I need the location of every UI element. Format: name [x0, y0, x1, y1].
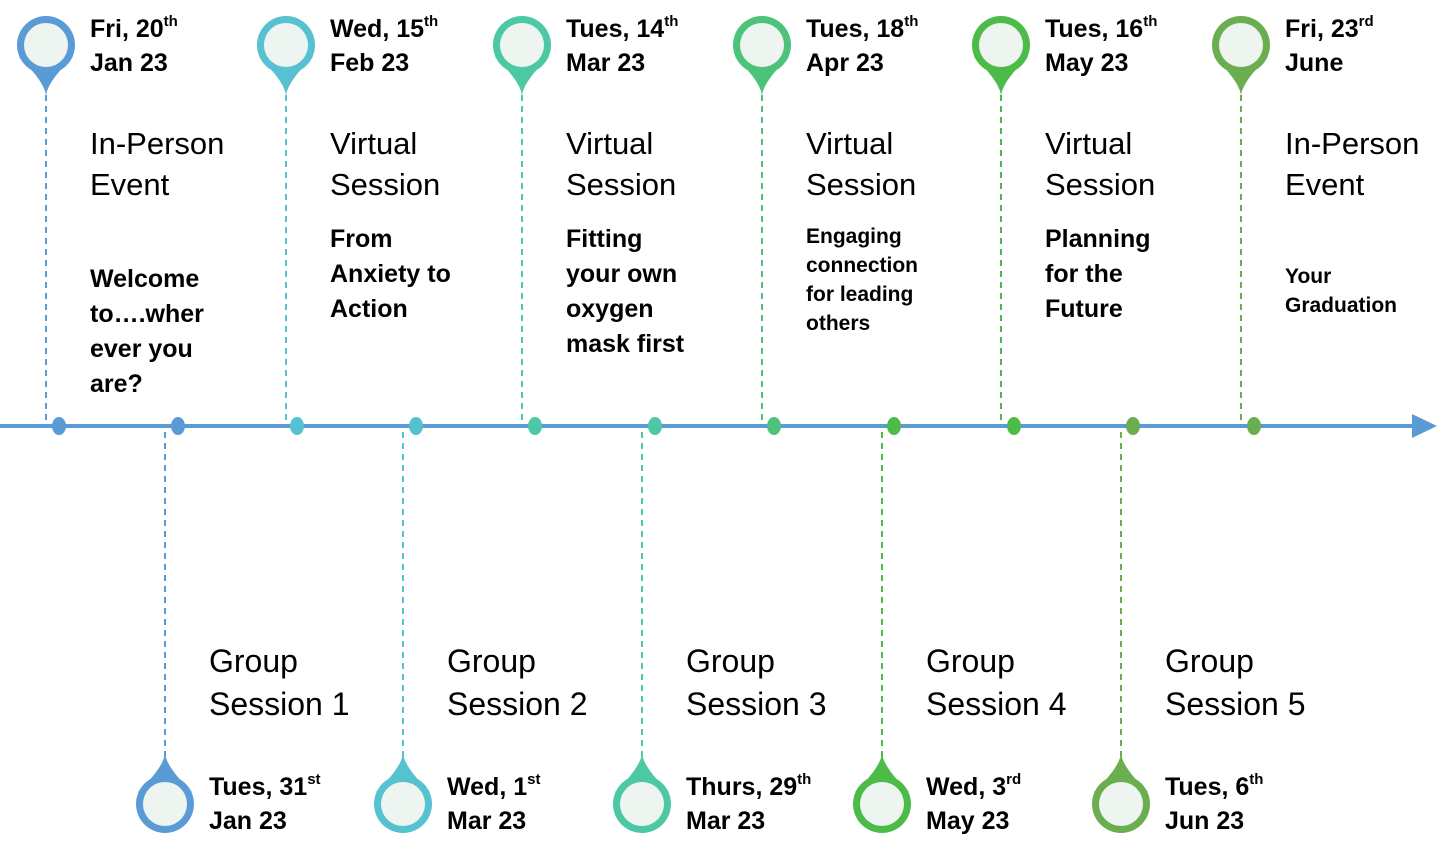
bottom-event-4-date-suffix: rd	[1006, 770, 1022, 788]
top-event-5-type: Virtual Session	[1045, 126, 1156, 202]
bottom-event-3-date-suffix: th	[797, 770, 812, 788]
top-event-4-date-day: Tues, 18	[806, 15, 905, 43]
top-event-1-title: Welcome to….wher ever you are?	[90, 265, 204, 398]
bottom-event-1-date-day: Tues, 31	[209, 773, 308, 801]
bottom-event-4-date-month: May 23	[926, 807, 1010, 835]
top-event-5-date-month: May 23	[1045, 49, 1129, 77]
bottom-event-2-date-day: Wed, 1	[447, 773, 528, 801]
bottom-event-3-date-day: Thurs, 29	[686, 773, 798, 801]
bottom-event-4-name: Group Session 4	[926, 643, 1067, 722]
bottom-event-dot-4	[887, 417, 901, 435]
top-event-2-title: From Anxiety to Action	[330, 225, 451, 323]
top-event-6-type: In-Person Event	[1285, 126, 1420, 202]
top-event-dot-4	[767, 417, 781, 435]
top-event-5-date-day: Tues, 16	[1045, 15, 1144, 43]
top-event-6-date-suffix: rd	[1358, 12, 1374, 30]
bottom-event-1-date-suffix: st	[307, 770, 321, 788]
bottom-event-5-date-suffix: th	[1249, 770, 1264, 788]
pin-center	[24, 23, 68, 67]
top-event-3-date-day: Tues, 14	[566, 15, 665, 43]
timeline-dots	[52, 417, 1261, 435]
top-event-5-date-suffix: th	[1143, 12, 1158, 30]
top-event-1-date-suffix: th	[163, 12, 178, 30]
timeline-axis	[0, 414, 1437, 438]
bottom-event-dot-5	[1126, 417, 1140, 435]
top-event-1-type: In-Person Event	[90, 126, 225, 202]
bottom-event-dot-3	[648, 417, 662, 435]
pin-center	[620, 782, 664, 826]
top-event-2-date-day: Wed, 15	[330, 15, 425, 43]
bottom-event-3-name: Group Session 3	[686, 643, 827, 722]
top-event-2-type: Virtual Session	[330, 126, 441, 202]
pin-center	[1219, 23, 1263, 67]
pin-markers	[17, 16, 1270, 833]
bottom-event-2-date-month: Mar 23	[447, 807, 527, 835]
top-event-1-date-day: Fri, 20	[90, 15, 164, 43]
pin-center	[740, 23, 784, 67]
top-event-dot-3	[528, 417, 542, 435]
top-event-dot-5	[1007, 417, 1021, 435]
bottom-event-2-date-suffix: st	[527, 770, 541, 788]
top-event-4-date-suffix: th	[904, 12, 919, 30]
top-event-3-type: Virtual Session	[566, 126, 677, 202]
top-event-3-title: Fitting your own oxygen mask first	[566, 225, 685, 358]
bottom-event-3-date-month: Mar 23	[686, 807, 766, 835]
top-event-6-title: Your Graduation	[1285, 265, 1398, 317]
top-event-1-date-month: Jan 23	[90, 49, 168, 77]
bottom-event-1-name: Group Session 1	[209, 643, 350, 722]
top-event-6-date-day: Fri, 23	[1285, 15, 1359, 43]
bottom-event-5-date-day: Tues, 6	[1165, 773, 1250, 801]
pin-center	[500, 23, 544, 67]
top-event-4-type: Virtual Session	[806, 126, 917, 202]
top-event-6-date-month: June	[1285, 49, 1344, 77]
pin-center	[381, 782, 425, 826]
pin-center	[143, 782, 187, 826]
bottom-event-5-name: Group Session 5	[1165, 643, 1306, 722]
pin-center	[979, 23, 1023, 67]
pin-center	[264, 23, 308, 67]
top-event-dot-6	[1247, 417, 1261, 435]
top-event-dot-2	[290, 417, 304, 435]
bottom-event-dot-1	[171, 417, 185, 435]
top-event-4-title: Engaging connection for leading others	[806, 225, 919, 335]
top-event-dot-1	[52, 417, 66, 435]
pin-center	[1099, 782, 1143, 826]
top-event-5-title: Planning for the Future	[1045, 225, 1151, 323]
top-event-2-date-month: Feb 23	[330, 49, 410, 77]
top-event-4-date-month: Apr 23	[806, 49, 884, 77]
bottom-event-5-date-month: Jun 23	[1165, 807, 1245, 835]
bottom-event-1-date-month: Jan 23	[209, 807, 287, 835]
top-event-2-date-suffix: th	[424, 12, 439, 30]
pin-center	[860, 782, 904, 826]
bottom-event-2-name: Group Session 2	[447, 643, 588, 722]
top-event-3-date-month: Mar 23	[566, 49, 646, 77]
axis-arrowhead	[1412, 414, 1437, 438]
bottom-event-4-date-day: Wed, 3	[926, 773, 1007, 801]
top-event-3-date-suffix: th	[664, 12, 679, 30]
bottom-event-dot-2	[409, 417, 423, 435]
